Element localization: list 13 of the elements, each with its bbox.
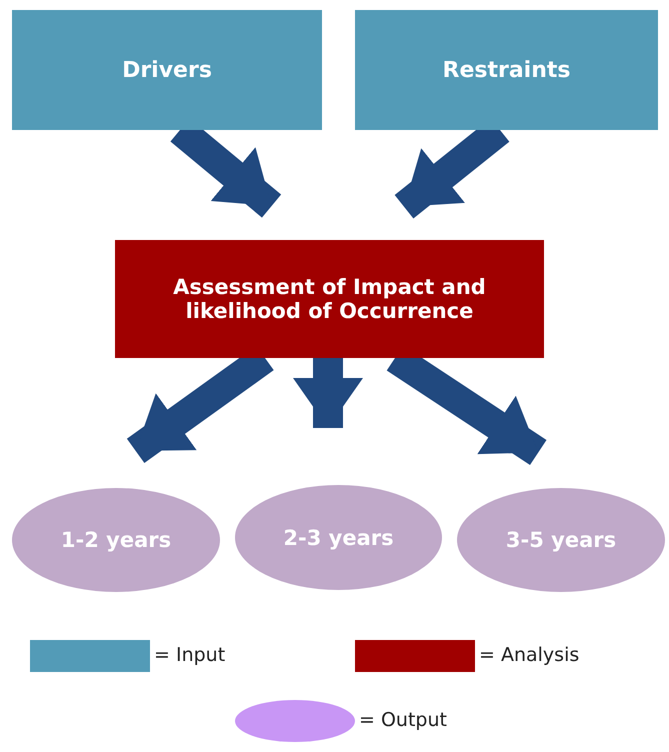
node-label: Drivers [122, 58, 212, 82]
node-label: 3-5 years [506, 528, 616, 552]
block-arrow [293, 358, 363, 428]
legend-label: = Input [154, 644, 226, 666]
input-box [12, 10, 322, 130]
legend-label: = Output [359, 709, 447, 731]
node-label: Restraints [442, 58, 570, 82]
node-label: Assessment of Impact and likelihood of Occurrence [172, 275, 487, 323]
analysis-box [115, 240, 544, 358]
node-label: 1-2 years [60, 528, 172, 552]
legend-label: = Analysis [479, 644, 580, 666]
input-box [355, 10, 658, 130]
node-label: 2-3 years [283, 526, 394, 550]
